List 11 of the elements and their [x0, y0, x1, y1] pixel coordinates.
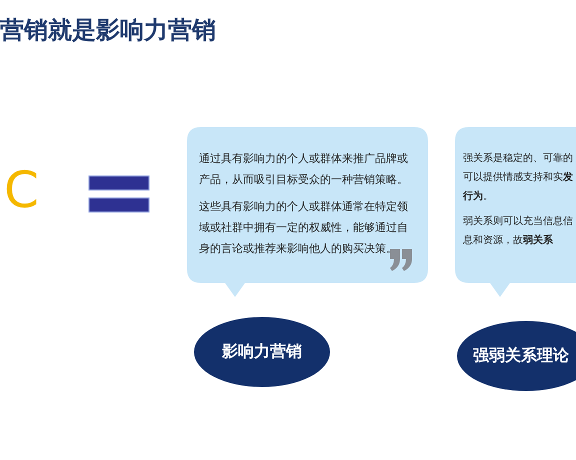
ellipse-node [193, 316, 331, 388]
letter-symbol: C [4, 165, 39, 215]
paragraph-text: 弱关系则可以充当信息信息和资源，故弱关系 [463, 214, 574, 248]
speech-bubble [187, 127, 428, 297]
paragraph-text: 通过具有影响力的个人或群体来推广品牌或产品，从而吸引目标受众的一种营销策略。 [199, 151, 409, 188]
paragraph-text: 这些具有影响力的个人或群体通常在特定领域或社群中拥有一定的权威性，能够通过自身的言论或推荐来影响他人的购买决策。 [199, 199, 409, 257]
node-label: 强弱关系理论 [472, 346, 570, 366]
node-label: 影响力营销 [221, 342, 303, 362]
paragraph-text: 强关系是稳定的、可靠的可以提供情感支持和实发行为。 [463, 152, 574, 204]
page-title: 营销就是影响力营销 [0, 15, 216, 46]
speech-bubble [455, 127, 576, 297]
